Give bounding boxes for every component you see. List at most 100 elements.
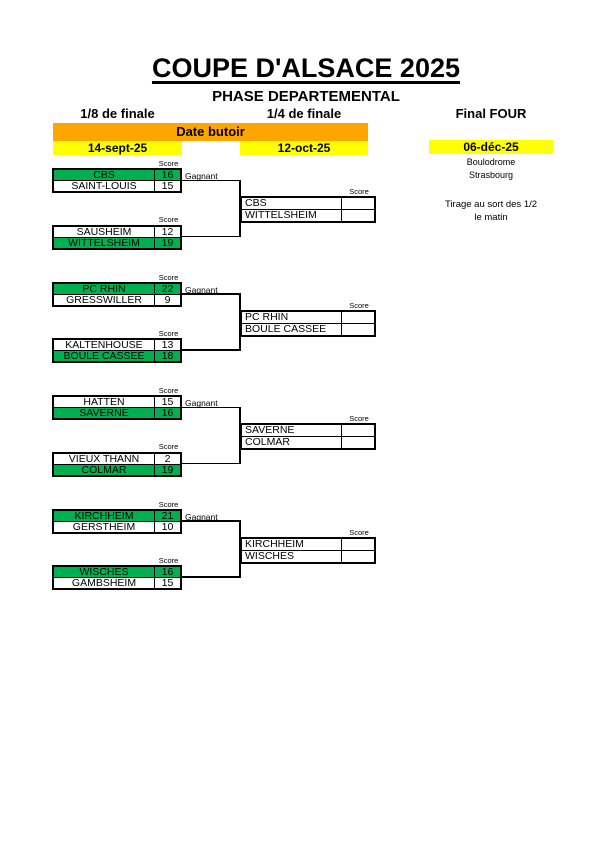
bracket-connector-line bbox=[182, 406, 240, 408]
bracket-connector-line bbox=[239, 520, 241, 578]
team-score: 18 bbox=[161, 350, 174, 362]
team-name: SAINT-LOUIS bbox=[54, 181, 155, 191]
team-row: GAMBSHEIM 15 bbox=[54, 577, 180, 588]
team-row: SAVERNE bbox=[242, 425, 374, 436]
bracket-group-1: Score CBS 16 SAINT-LOUIS 15 Gagnant Scor… bbox=[0, 159, 612, 274]
team-score: 19 bbox=[161, 236, 174, 249]
team-score bbox=[342, 551, 374, 562]
bracket-group-4: Score KIRCHHEIM 21 GERSTHEIM 10 Gagnant … bbox=[0, 500, 612, 615]
score-label: Score bbox=[349, 527, 369, 537]
bracket-connector-line bbox=[182, 462, 240, 464]
team-name: BOULE CASSEE bbox=[242, 323, 342, 335]
date-round1: 14-sept-25 bbox=[53, 141, 182, 155]
team-row: PC RHIN bbox=[242, 311, 374, 323]
score-label: Score bbox=[349, 300, 369, 310]
score-label: Score bbox=[158, 328, 179, 338]
team-score: 16 bbox=[161, 566, 174, 578]
final-city: Strasbourg bbox=[468, 170, 514, 180]
team-score bbox=[342, 312, 374, 323]
match-box: SAUSHEIM 12 WITTELSHEIM 19 bbox=[52, 224, 182, 250]
team-row: PC RHIN 22 bbox=[54, 282, 180, 295]
team-score bbox=[342, 437, 374, 448]
team-name: GRESSWILLER bbox=[54, 294, 155, 305]
bracket-connector-line bbox=[239, 293, 241, 351]
team-score: 16 bbox=[161, 169, 174, 181]
final-note-line2: le matin bbox=[474, 212, 508, 223]
team-name: SAVERNE bbox=[242, 425, 342, 436]
team-row: CBS 16 bbox=[54, 170, 180, 180]
team-row: SAINT-LOUIS 15 bbox=[54, 180, 180, 191]
final-note-line1: Tirage au sort des 1/2 bbox=[444, 199, 538, 210]
team-row: KIRCHHEIM 21 bbox=[54, 510, 180, 521]
team-name: CBS bbox=[242, 198, 342, 209]
team-row: WITTELSHEIM 19 bbox=[54, 236, 180, 249]
team-name: SAUSHEIM bbox=[54, 226, 155, 237]
bracket-connector-line bbox=[182, 576, 240, 578]
team-name: WITTELSHEIM bbox=[242, 210, 342, 221]
team-score: 15 bbox=[161, 180, 174, 192]
team-score: 19 bbox=[161, 463, 174, 476]
team-name: GERSTHEIM bbox=[54, 521, 155, 532]
score-label: Score bbox=[158, 442, 179, 451]
bracket-connector-line bbox=[239, 406, 241, 464]
score-label: Score bbox=[349, 187, 369, 196]
team-score: 15 bbox=[161, 577, 174, 589]
final-venue: Boulodrome bbox=[466, 157, 516, 167]
team-row: BOULE CASSEE 18 bbox=[54, 350, 180, 361]
team-name: COLMAR bbox=[242, 437, 342, 448]
team-row: WISCHES bbox=[242, 549, 374, 562]
team-name: COLMAR bbox=[54, 464, 155, 475]
page-title-text: COUPE D'ALSACE 2025 bbox=[151, 53, 460, 83]
team-name: HATTEN bbox=[54, 397, 155, 407]
team-score: 15 bbox=[161, 396, 174, 408]
score-label: Score bbox=[158, 272, 179, 282]
team-row: GRESSWILLER 9 bbox=[54, 293, 180, 306]
team-name: WISCHES bbox=[54, 567, 155, 577]
score-label: Score bbox=[158, 159, 179, 168]
match-box: KIRCHHEIM 21 GERSTHEIM 10 bbox=[52, 508, 182, 534]
team-score: 12 bbox=[161, 225, 174, 238]
score-label: Score bbox=[158, 215, 179, 224]
match-box: CBS 16 SAINT-LOUIS 15 bbox=[52, 168, 182, 193]
column-header-round2: 1/4 de finale bbox=[266, 106, 342, 121]
team-name: KALTENHOUSE bbox=[54, 340, 155, 350]
team-score: 10 bbox=[161, 520, 174, 533]
match-box: WISCHES 16 GAMBSHEIM 15 bbox=[52, 565, 182, 590]
date-round2: 12-oct-25 bbox=[240, 141, 368, 155]
team-score bbox=[342, 539, 374, 550]
team-name: CBS bbox=[54, 170, 155, 180]
team-score: 22 bbox=[161, 282, 174, 295]
team-row: WISCHES 16 bbox=[54, 567, 180, 577]
team-name: WISCHES bbox=[242, 550, 342, 562]
team-name: PC RHIN bbox=[54, 283, 155, 294]
winner-label: Gagnant bbox=[185, 171, 218, 181]
date-deadline-banner: Date butoir bbox=[53, 123, 368, 141]
date-final: 06-déc-25 bbox=[429, 140, 553, 154]
team-name: GAMBSHEIM bbox=[54, 578, 155, 588]
team-score bbox=[342, 425, 374, 436]
quarterfinal-box: CBS WITTELSHEIM bbox=[240, 196, 376, 223]
bracket-connector-line bbox=[182, 520, 240, 522]
column-header-final: Final FOUR bbox=[455, 106, 527, 121]
bracket-group-3: Score HATTEN 15 SAVERNE 16 Gagnant Score… bbox=[0, 386, 612, 501]
team-name: KIRCHHEIM bbox=[242, 538, 342, 550]
score-label: Score bbox=[158, 499, 179, 509]
team-row: VIEUX THANN 2 bbox=[54, 453, 180, 464]
page-subtitle: PHASE DEPARTEMENTAL bbox=[212, 88, 400, 105]
team-score bbox=[342, 324, 374, 335]
winner-label: Gagnant bbox=[185, 398, 218, 408]
team-score: 9 bbox=[164, 293, 171, 306]
team-row: KIRCHHEIM bbox=[242, 538, 374, 550]
team-row: WITTELSHEIM bbox=[242, 209, 374, 221]
match-box: VIEUX THANN 2 COLMAR 19 bbox=[52, 451, 182, 477]
team-row: HATTEN 15 bbox=[54, 396, 180, 408]
team-row: SAUSHEIM 12 bbox=[54, 225, 180, 238]
score-label: Score bbox=[158, 555, 179, 565]
team-name: KIRCHHEIM bbox=[54, 510, 155, 521]
team-score bbox=[342, 198, 374, 209]
score-label: Score bbox=[349, 414, 369, 423]
column-header-round1: 1/8 de finale bbox=[80, 106, 155, 121]
team-row: KALTENHOUSE 13 bbox=[54, 340, 180, 351]
team-name: SAVERNE bbox=[54, 408, 155, 418]
